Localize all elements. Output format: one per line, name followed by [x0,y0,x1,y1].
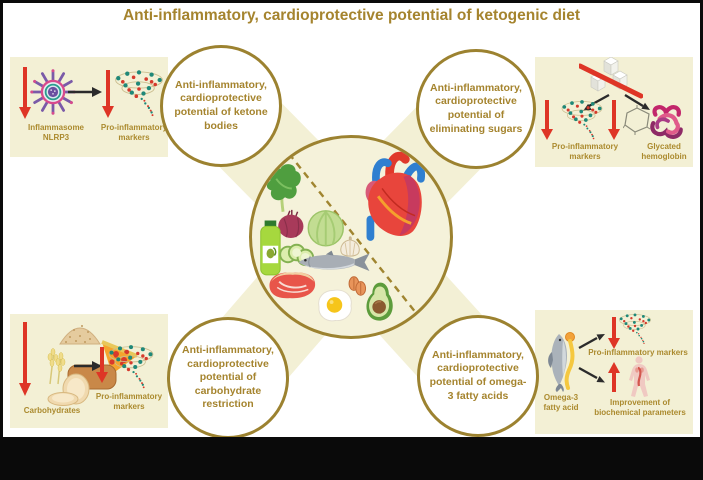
inflammasome-icon [30,69,76,115]
fish-icon [548,332,575,392]
panel-bottom-left: Carbohydrates Pro-inflammatory markers [10,314,168,428]
omega3-label: Omega-3 fatty acid [543,393,579,412]
decrease-arrow-icon [541,100,553,140]
bread-icon [47,364,117,406]
decrease-arrow-icon [102,70,114,118]
omega3-molecule-icon [564,332,575,390]
frame-right [700,0,703,480]
panel-bottom-right: Omega-3 fatty acid Pro-inflammatory mark… [535,310,693,434]
markers-label: Pro-inflammatory markers [588,348,688,357]
panel-top-right: Pro-inflammatory markers Glycated hemogl… [535,57,693,167]
cabbage-icon [307,210,344,247]
bubble-eliminating-sugars-label: Anti-inflammatory, cardioprotective pote… [429,81,523,135]
improvement-label: Improvement of biochemical parameters [594,398,686,417]
inflammasome-label: Inflammasome NLRP3 [27,123,85,142]
grain-pile-icon [59,325,101,345]
inflammatory-markers-icon [619,313,651,345]
panel-top-left: Inflammasome NLRP3 Pro-inflammatory mark… [10,57,168,157]
markers-label: Pro-inflammatory markers [95,392,163,411]
decrease-arrow-icon [19,322,31,396]
walnuts-icon [348,276,367,296]
wheat-icon [47,348,66,385]
human-body-icon [629,356,650,397]
increase-arrow-icon [608,362,620,392]
bubble-omega3-fatty-acids: Anti-inflammatory, cardioprotective pote… [417,315,539,437]
carbohydrates-label: Carbohydrates [23,406,81,415]
markers-label: Pro-inflammatory markers [551,142,619,161]
steak-icon [269,272,316,299]
hemoglobin-label: Glycated hemoglobin [641,142,687,161]
glycated-hemoglobin-icon [650,105,683,139]
no-sugar-cubes-icon [579,57,643,99]
decrease-arrow-icon [19,67,31,119]
decrease-arrow-icon [96,347,108,383]
heart-icon [365,151,426,241]
kale-icon [266,164,301,212]
garlic-icon [340,236,360,257]
cucumber-slices-icon [279,243,315,267]
avocado-icon [366,282,393,321]
glucose-molecule-icon [623,105,651,135]
markers-label: Pro-inflammatory markers [100,123,168,142]
bubble-carbohydrate-restriction-label: Anti-inflammatory, cardioprotective pote… [182,343,274,411]
bubble-ketone-bodies: Anti-inflammatory, cardioprotective pote… [160,45,282,167]
figure-title: Anti-inflammatory, cardioprotective pote… [122,7,581,24]
bubble-eliminating-sugars: Anti-inflammatory, cardioprotective pote… [416,49,536,169]
inflammatory-markers-icon [115,70,163,117]
keto-diet-circle [249,135,453,339]
right-arrow-icon [74,361,102,371]
right-arrow-icon [68,87,102,97]
dashed-divider-line [287,152,420,318]
bubble-omega3-fatty-acids-label: Anti-inflammatory, cardioprotective pote… [429,348,527,402]
bubble-carbohydrate-restriction: Anti-inflammatory, cardioprotective pote… [167,317,289,439]
frame-bottom [0,437,703,480]
inflammatory-markers-icon [108,345,154,389]
fried-egg-icon [318,289,352,322]
bubble-ketone-bodies-label: Anti-inflammatory, cardioprotective pote… [174,78,268,132]
inflammatory-markers-icon [561,100,603,140]
frame-top [0,0,703,3]
salmon-icon [298,250,370,271]
decrease-arrow-icon [608,317,620,349]
prohibition-slash-icon [579,63,643,99]
green-juice-icon [260,220,281,276]
down-right-arrow-icon [624,93,650,110]
decrease-arrow-icon [608,100,620,140]
up-right-arrow-icon [578,334,605,350]
down-right-arrow-icon [578,366,605,383]
onion-icon [278,209,304,238]
frame-left [0,0,3,480]
keto-foods-illustration [260,151,426,322]
